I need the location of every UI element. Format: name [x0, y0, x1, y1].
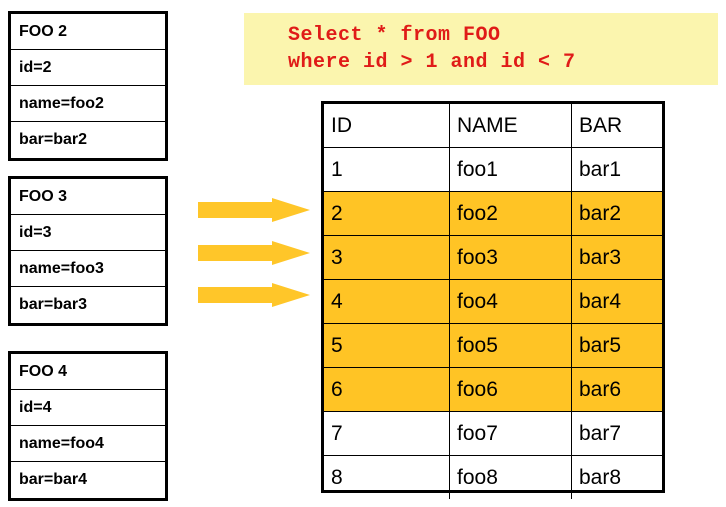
- arrow-shaft: [198, 245, 276, 261]
- record-field-id: id=3: [11, 215, 165, 251]
- record-card-foo3: FOO 3 id=3 name=foo3 bar=bar3: [8, 176, 168, 326]
- table-row: 2 foo2 bar2: [324, 191, 662, 236]
- record-field-name: name=foo3: [11, 251, 165, 287]
- arrow-right-icon: [198, 241, 310, 265]
- table-row: 1 foo1 bar1: [324, 147, 662, 192]
- cell-name: foo2: [449, 191, 572, 236]
- cell-id: 3: [324, 235, 450, 280]
- table-row: 4 foo4 bar4: [324, 279, 662, 324]
- sql-query-box: Select * from FOO where id > 1 and id < …: [244, 13, 718, 85]
- cell-bar: bar2: [571, 191, 662, 236]
- record-field-id: id=2: [11, 50, 165, 86]
- cell-bar: bar4: [571, 279, 662, 324]
- record-field-id: id=4: [11, 390, 165, 426]
- arrow-right-icon: [198, 283, 310, 307]
- cell-bar: bar7: [571, 411, 662, 456]
- sql-query-line-2: where id > 1 and id < 7: [288, 51, 576, 74]
- cell-name: foo7: [449, 411, 572, 456]
- result-table-grid: ID NAME BAR 1 foo1 bar1 2 foo2 bar2 3 fo…: [324, 104, 662, 499]
- record-card-foo4: FOO 4 id=4 name=foo4 bar=bar4: [8, 351, 168, 501]
- arrow-right-icon: [198, 198, 310, 222]
- cell-name: foo4: [449, 279, 572, 324]
- table-row: 5 foo5 bar5: [324, 323, 662, 368]
- result-table-body: ID NAME BAR 1 foo1 bar1 2 foo2 bar2 3 fo…: [324, 104, 662, 499]
- table-row: 8 foo8 bar8: [324, 455, 662, 499]
- cell-id: 4: [324, 279, 450, 324]
- result-table: ID NAME BAR 1 foo1 bar1 2 foo2 bar2 3 fo…: [321, 101, 665, 499]
- record-card-title: FOO 3: [11, 179, 165, 215]
- cell-bar: bar5: [571, 323, 662, 368]
- arrow-head: [272, 241, 310, 265]
- cell-id: 1: [324, 147, 450, 192]
- record-card-title: FOO 4: [11, 354, 165, 390]
- record-field-bar: bar=bar3: [19, 296, 88, 313]
- column-header-id: ID: [324, 104, 450, 148]
- record-field-name: name=foo2: [11, 86, 165, 122]
- column-header-name: NAME: [449, 104, 572, 148]
- cell-id: 2: [324, 191, 450, 236]
- cell-bar: bar6: [571, 367, 662, 412]
- cell-bar: bar1: [571, 147, 662, 192]
- arrow-head: [272, 283, 310, 307]
- cell-name: foo6: [449, 367, 572, 412]
- cell-id: 5: [324, 323, 450, 368]
- record-field-bar: bar=bar2: [19, 131, 88, 148]
- cell-id: 8: [324, 455, 450, 499]
- cell-bar: bar3: [571, 235, 662, 280]
- arrow-shaft: [198, 202, 276, 218]
- cell-name: foo3: [449, 235, 572, 280]
- cell-bar: bar8: [571, 455, 662, 499]
- record-field-name: name=foo4: [11, 426, 165, 462]
- table-row: 7 foo7 bar7: [324, 411, 662, 456]
- cell-name: foo5: [449, 323, 572, 368]
- cell-name: foo8: [449, 455, 572, 499]
- record-card-title: FOO 2: [11, 14, 165, 50]
- cell-name: foo1: [449, 147, 572, 192]
- arrow-head: [272, 198, 310, 222]
- table-row: 3 foo3 bar3: [324, 235, 662, 280]
- sql-query-line-1: Select * from FOO: [288, 24, 501, 47]
- column-header-bar: BAR: [571, 104, 662, 148]
- table-row: 6 foo6 bar6: [324, 367, 662, 412]
- cell-id: 7: [324, 411, 450, 456]
- record-field-bar: bar=bar4: [19, 471, 88, 488]
- record-card-foo2: FOO 2 id=2 name=foo2 bar=bar2: [8, 11, 168, 161]
- arrow-shaft: [198, 287, 276, 303]
- cell-id: 6: [324, 367, 450, 412]
- table-header-row: ID NAME BAR: [324, 104, 662, 148]
